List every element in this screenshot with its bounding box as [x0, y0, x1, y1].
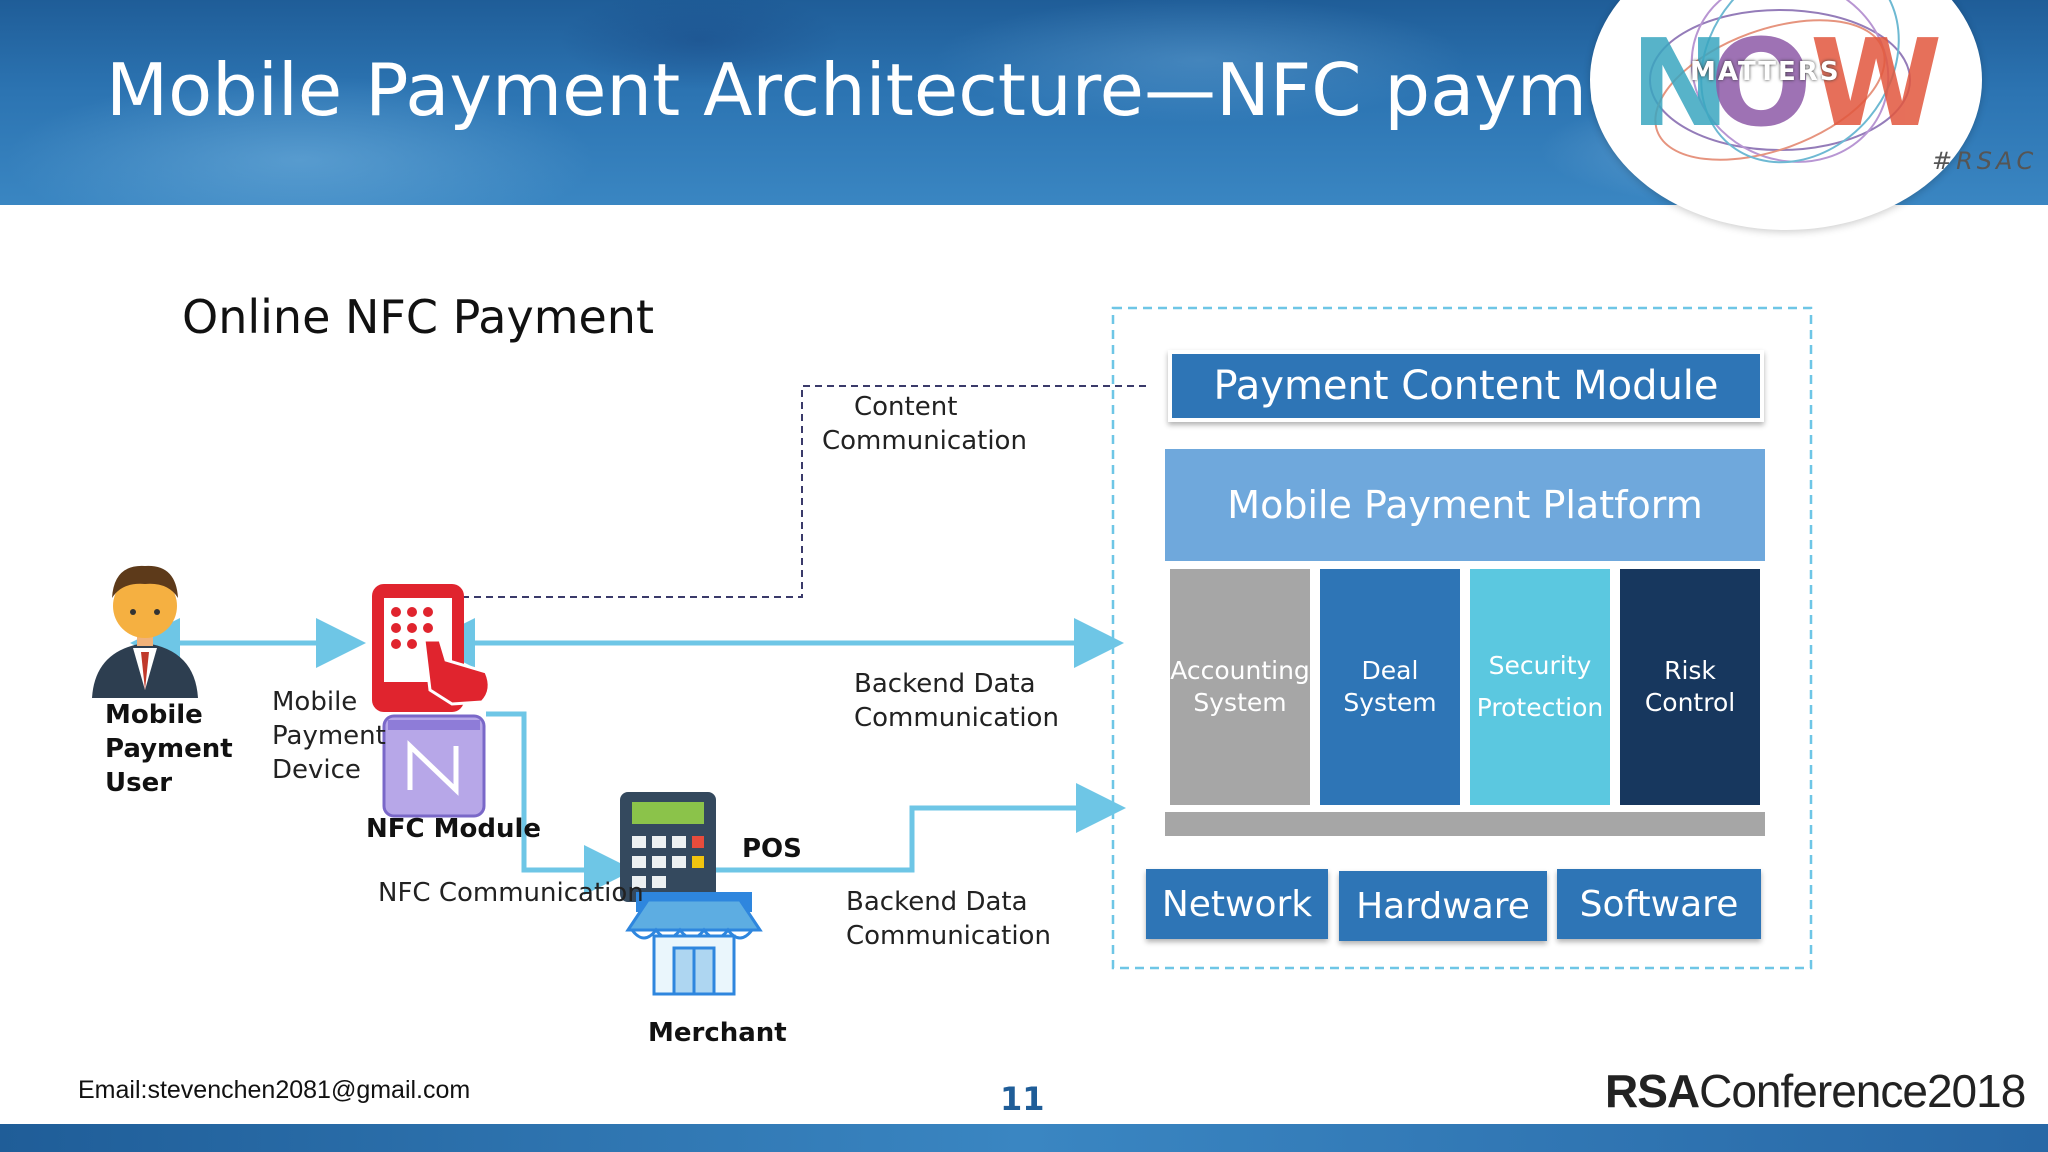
user-label: Mobile Payment User	[105, 700, 233, 798]
pos-label: POS	[742, 834, 802, 864]
svg-text:W: W	[1810, 15, 1942, 154]
nfc-module-label: NFC Module	[366, 814, 542, 844]
diagram-subtitle: Online NFC Payment	[182, 290, 654, 344]
infrastructure-hardware: Hardware	[1339, 871, 1547, 941]
nfc-communication-label: NFC Communication	[378, 878, 644, 908]
svg-text:O: O	[1710, 15, 1812, 154]
platform-base-bar	[1165, 812, 1765, 836]
infrastructure-software: Software	[1557, 869, 1761, 939]
footer-bar	[0, 1124, 2048, 1152]
mobile-device-icon	[372, 584, 491, 712]
merchant-shop-icon	[625, 892, 763, 996]
content-communication-label: Content Communication	[822, 392, 1027, 456]
badge-word: MATTERS	[1690, 57, 1841, 87]
infrastructure-network: Network	[1146, 869, 1328, 939]
nfc-module-icon	[382, 714, 486, 818]
page-number: 11	[1000, 1080, 1045, 1118]
merchant-label: Merchant	[648, 1018, 787, 1048]
user-avatar-icon	[92, 565, 198, 698]
svg-text:N: N	[1630, 15, 1730, 154]
content-communication-line	[462, 385, 1150, 598]
pos-backend-arrow	[712, 783, 1126, 873]
backend-data-label-bottom: Backend Data Communication	[846, 887, 1051, 951]
backend-data-label-top: Backend Data Communication	[854, 669, 1059, 733]
device-label: Mobile Payment Device	[272, 687, 386, 785]
nfc-communication-arrow	[486, 711, 634, 895]
author-email: Email:stevenchen2081@gmail.com	[78, 1076, 471, 1104]
mobile-payment-platform: Mobile Payment Platform	[1165, 449, 1765, 561]
now-matters-badge: N O W MATTERS	[1590, 0, 1982, 230]
hashtag: #RSAC	[1932, 147, 2038, 175]
pos-terminal-icon	[620, 792, 716, 902]
rsa-conference-logo: RSAConference2018	[1605, 1065, 2026, 1117]
slide-title: Mobile Payment Architecture—NFC payment	[106, 48, 1706, 132]
payment-content-module: Payment Content Module	[1168, 350, 1764, 422]
